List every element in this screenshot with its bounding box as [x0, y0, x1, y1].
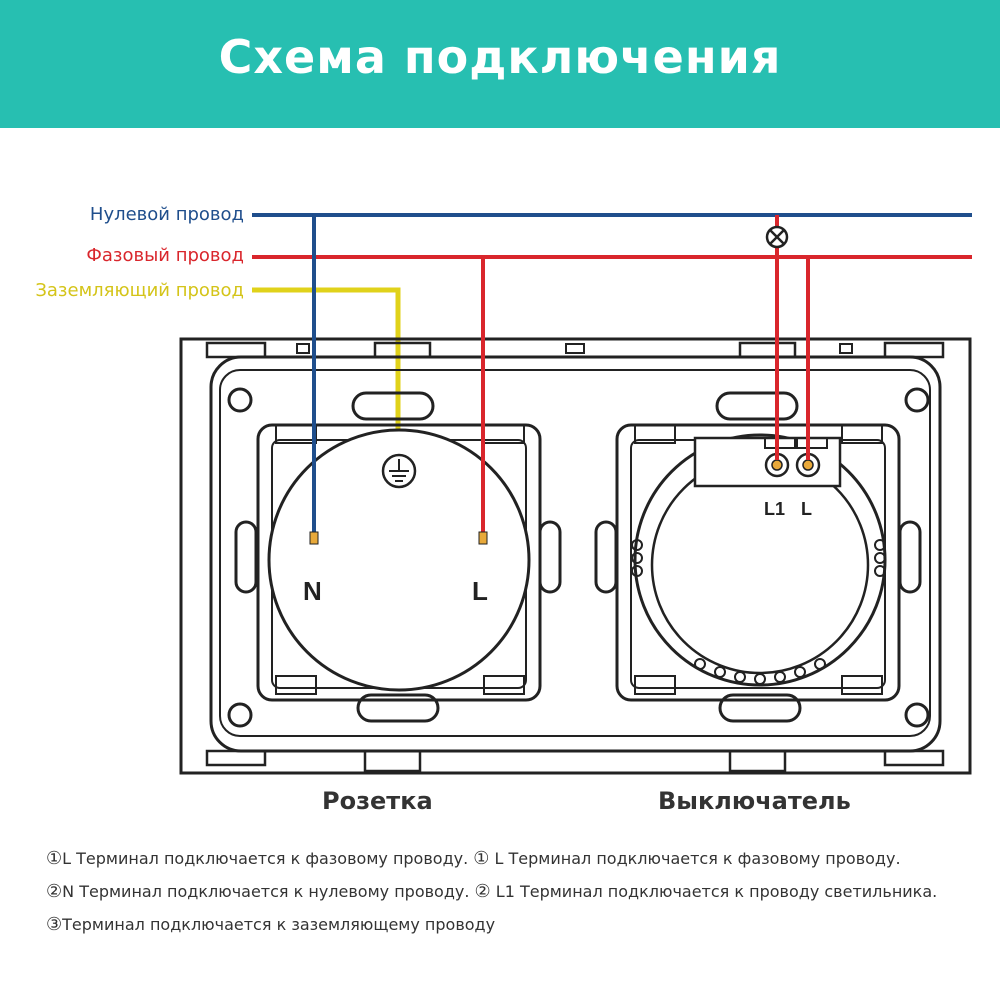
double-frame-plate — [179, 337, 972, 775]
note-number: ① — [46, 848, 63, 869]
screw-terminal-icon — [764, 452, 821, 478]
switch-terminal-l: L — [801, 499, 812, 519]
note-number: ② — [474, 881, 491, 902]
note-line-2: ②N Терминал подключается к нулевому пров… — [46, 881, 937, 902]
note-number: ② — [46, 881, 63, 902]
phase-wire-label: Фазовый провод — [86, 245, 244, 266]
neutral-wire-label: Нулевой провод — [89, 204, 244, 225]
note-text: L1 Терминал подключается к проводу свети… — [490, 882, 938, 901]
switch-label: Выключатель — [658, 787, 851, 815]
socket-terminal-n: N — [303, 576, 322, 606]
switch-terminal-l1: L1 — [764, 499, 785, 519]
note-line-1: ①L Терминал подключается к фазовому пров… — [46, 848, 901, 869]
note-line-3: ③Терминал подключается к заземляющему пр… — [46, 914, 495, 935]
note-text: Терминал подключается к заземляющему про… — [62, 915, 496, 934]
lamp-icon — [765, 225, 789, 249]
title-banner: Схема подключения — [0, 0, 1000, 128]
earth-wire-label: Заземляющий провод — [35, 280, 244, 301]
socket-module — [234, 391, 562, 723]
page-title: Схема подключения — [218, 30, 782, 84]
earth-line — [252, 287, 401, 460]
socket-terminal-l: L — [472, 576, 488, 606]
socket-label: Розетка — [322, 787, 433, 815]
note-number: ③ — [46, 914, 63, 935]
earth-ground-icon — [381, 453, 417, 489]
note-number: ① — [473, 848, 490, 869]
note-text: N Терминал подключается к нулевому прово… — [62, 882, 470, 901]
note-text: L Терминал подключается к фазовому прово… — [62, 849, 469, 868]
switch-module — [594, 391, 922, 723]
note-text: L Терминал подключается к фазовому прово… — [489, 849, 901, 868]
